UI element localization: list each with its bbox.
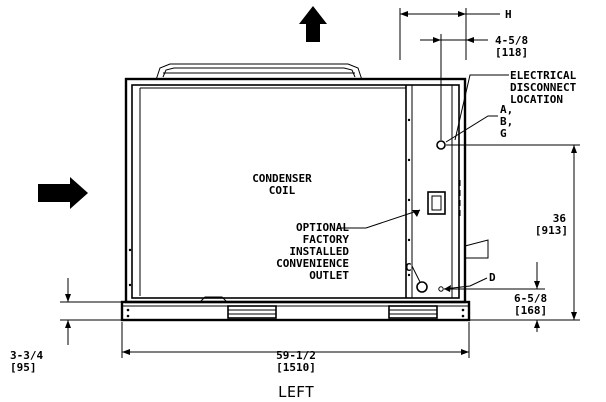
dim-6-5-8-label: 6-5/8 [514,292,547,305]
dim-4-5-8-lines [420,34,488,140]
dim-59-1-2-label: 59-1/2 [276,349,316,362]
convenience-outlet-box [427,191,446,215]
fan-guard [155,63,363,81]
condenser-coil-label-2: COIL [269,184,296,197]
optional-outlet-label-5: OUTLET [309,269,349,282]
view-title: LEFT [278,383,314,401]
electrical-disconnect-label-1: ELECTRICAL [510,69,577,82]
callout-d: D [489,271,496,284]
dim-168-label: [168] [514,304,547,317]
dim-4-5-8-label: 4-5/8 [495,34,528,47]
callout-g: G [500,127,507,140]
airflow-up-arrow-icon [299,6,327,42]
dim-h-lines [399,8,500,60]
base-skid [120,296,471,322]
knockout-c [416,281,428,293]
dim-118-label: [118] [495,46,528,59]
callout-c: C [405,261,412,274]
knockout-d [438,286,444,292]
knockout-abg [436,140,446,150]
dim-1510-label: [1510] [276,361,316,374]
dim-36-label: 36 [553,212,567,225]
electrical-disconnect-label-3: LOCATION [510,93,563,106]
optional-outlet-label-2: FACTORY [303,233,350,246]
leader-lines [340,74,509,290]
airflow-in-arrow-icon [38,177,88,209]
callout-b: B, [500,115,513,128]
optional-outlet-label-1: OPTIONAL [296,221,349,234]
dim-h-label: H [505,8,512,21]
callout-a: A, [500,103,513,116]
electrical-disconnect-label-2: DISCONNECT [510,81,577,94]
dim-95-label: [95] [10,361,37,374]
dim-3-3-4-lines [60,278,122,345]
optional-outlet-label-3: INSTALLED [289,245,349,258]
dim-36-lines [446,144,580,321]
condenser-coil-label-1: CONDENSER [252,172,312,185]
dim-913-label: [913] [535,224,568,237]
dim-3-3-4-label: 3-3/4 [10,349,43,362]
optional-outlet-label-4: CONVENIENCE [276,257,349,270]
